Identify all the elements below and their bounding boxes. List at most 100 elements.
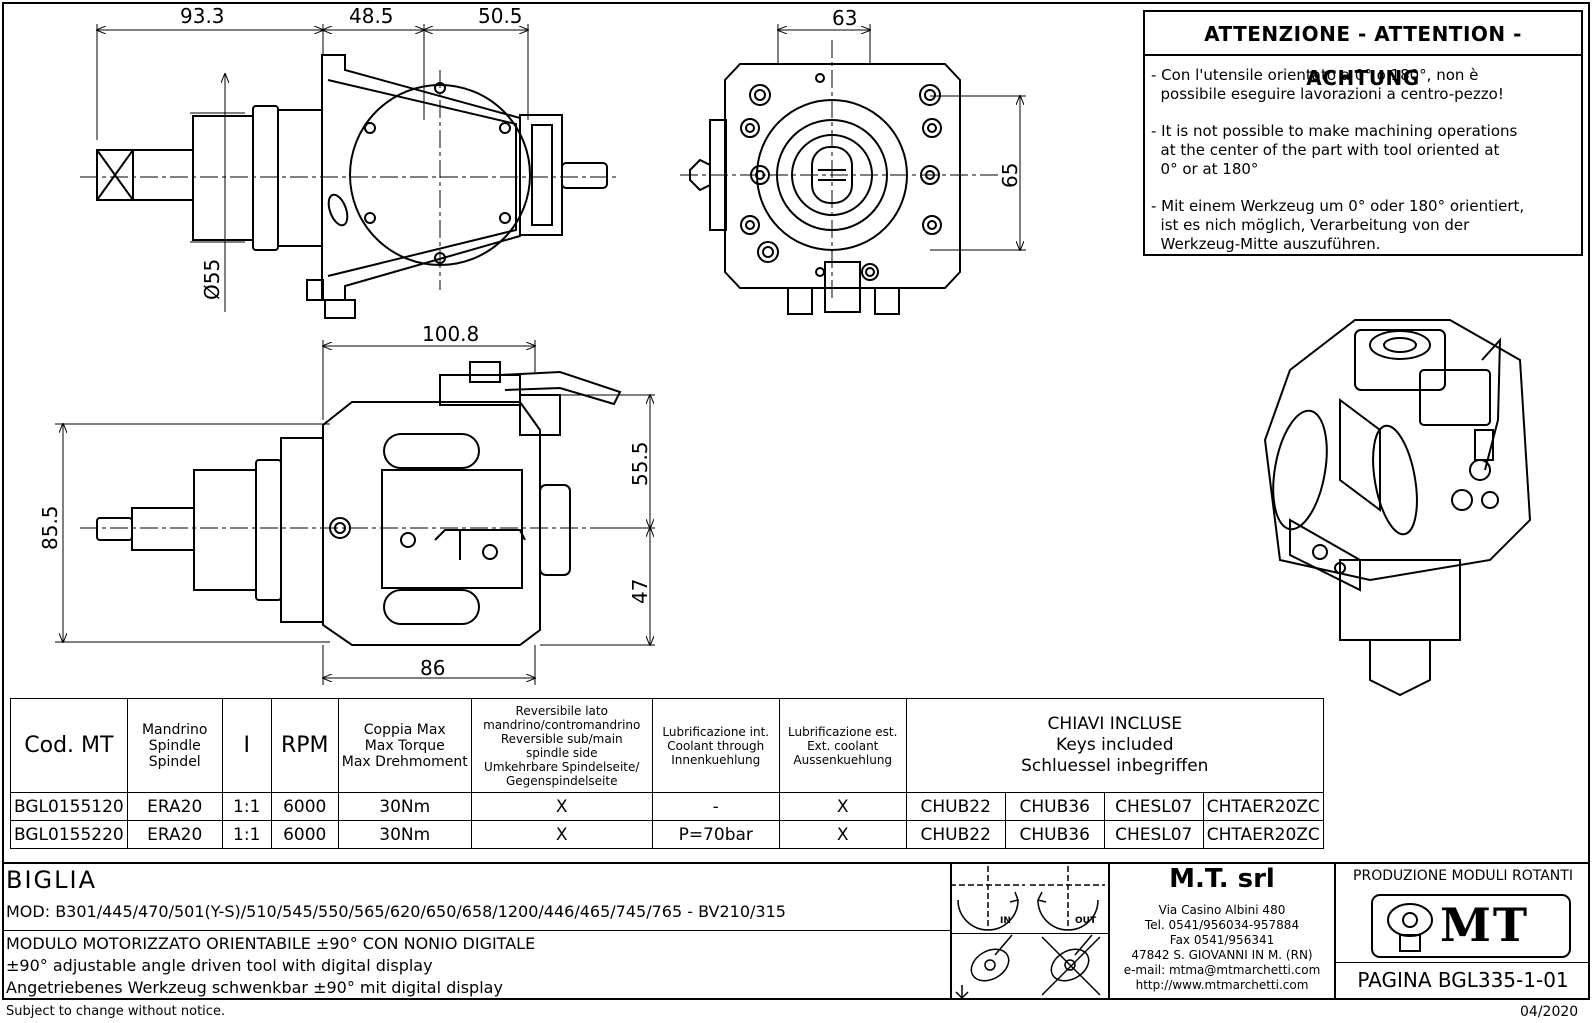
description-en: ±90° adjustable angle driven tool with d…: [6, 956, 433, 975]
dim-55-5: 55.5: [628, 441, 652, 486]
header-line: Gegenspindelseite: [505, 773, 618, 788]
header-line: Spindel: [148, 753, 201, 770]
address-line: Fax 0541/956341: [1169, 933, 1275, 947]
dim-47: 47: [628, 578, 652, 604]
warning-en-line: at the center of the part with tool orie…: [1151, 141, 1500, 159]
header-line: Keys included: [1056, 735, 1174, 755]
warning-de-line: ist es nich möglich, Verarbeitung von de…: [1151, 216, 1470, 234]
header-line: Reversibile lato: [515, 703, 608, 718]
brand-name: BIGLIA: [6, 866, 98, 894]
cell-i: 1:1: [221, 792, 272, 821]
header-rpm: RPM: [270, 698, 339, 793]
title-block-border: [2, 862, 1590, 864]
cell-int-coolant: P=70bar: [651, 820, 780, 849]
table-header-row: Cod. MT Mandrino Spindle Spindel I RPM C…: [10, 698, 1324, 793]
cell-key-4: CHTAER20ZC: [1202, 792, 1324, 821]
rotation-out-label: OUT: [1075, 916, 1097, 926]
cell-reversible: X: [470, 792, 653, 821]
header-line: Lubrificazione est.: [788, 724, 898, 739]
address-line: 47842 S. GIOVANNI IN M. (RN): [1131, 948, 1313, 962]
title-block-divider: [1334, 962, 1590, 963]
revision-date: 04/2020: [1520, 1004, 1579, 1020]
header-i: I: [221, 698, 272, 793]
side-view: [55, 340, 655, 685]
header-int-coolant: Lubrificazione int. Coolant through Inne…: [651, 698, 780, 793]
rotation-icons: [950, 866, 1105, 1000]
top-view: [80, 24, 620, 319]
warning-title: ATTENZIONE - ATTENTION - ACHTUNG: [1145, 12, 1581, 90]
address-line: Tel. 0541/956034-957884: [1144, 918, 1300, 932]
front-view: [680, 24, 1026, 315]
header-line: Reversible sub/main: [500, 731, 623, 746]
header-line: spindle side: [525, 745, 598, 760]
header-line: Max Drehmoment: [341, 753, 468, 770]
dim-65: 65: [998, 162, 1022, 188]
header-line: Aussenkuehlung: [793, 752, 893, 767]
title-block-divider: [1108, 862, 1110, 1000]
cell-ext-coolant: X: [778, 820, 907, 849]
cell-torque: 30Nm: [337, 820, 472, 849]
header-cod: Cod. MT: [10, 698, 128, 793]
address-line: Via Casino Albini 480: [1158, 903, 1286, 917]
header-ext-coolant: Lubrificazione est. Ext. coolant Aussenk…: [778, 698, 907, 793]
header-torque: Coppia Max Max Torque Max Drehmoment: [337, 698, 472, 793]
title-block-divider: [950, 933, 1108, 934]
description-de: Angetriebenes Werkzeug schwenkbar ±90° m…: [6, 978, 503, 997]
spec-table: Cod. MT Mandrino Spindle Spindel I RPM C…: [10, 698, 1324, 849]
dim-93-3: 93.3: [180, 4, 225, 28]
warning-en-line: 0° or at 180°: [1151, 160, 1259, 178]
company-name: M.T. srl: [1169, 864, 1275, 894]
cell-key-2: CHUB36: [1004, 792, 1105, 821]
description-it: MODULO MOTORIZZATO ORIENTABILE ±90° CON …: [6, 934, 536, 953]
logo-graphic: [1371, 894, 1571, 958]
cell-ext-coolant: X: [778, 792, 907, 821]
header-reversible: Reversibile lato mandrino/contromandrino…: [470, 698, 653, 793]
cell-rpm: 6000: [270, 792, 339, 821]
production-label: PRODUZIONE MODULI ROTANTI: [1353, 868, 1573, 884]
header-line: Max Torque: [364, 737, 445, 754]
header-line: Mandrino: [141, 721, 208, 738]
compatible-models: MOD: B301/445/470/501(Y-S)/510/545/550/5…: [6, 902, 786, 921]
company-address: Via Casino Albini 480 Tel. 0541/956034-9…: [1110, 903, 1334, 993]
warning-en-line: - It is not possible to make machining o…: [1151, 122, 1518, 140]
table-row: BGL0155220 ERA20 1:1 6000 30Nm X P=70bar…: [10, 820, 1324, 849]
table-row: BGL0155120 ERA20 1:1 6000 30Nm X - X CHU…: [10, 792, 1324, 821]
warning-de-line: - Mit einem Werkzeug um 0° oder 180° ori…: [1151, 197, 1525, 215]
header-spindle: Mandrino Spindle Spindel: [126, 698, 223, 793]
cell-i: 1:1: [221, 820, 272, 849]
address-line: http://www.mtmarchetti.com: [1135, 978, 1309, 992]
header-line: Coolant through: [667, 738, 765, 753]
cell-spindle: ERA20: [126, 820, 223, 849]
dim-diameter-55: Ø55: [200, 258, 224, 300]
header-line: Lubrificazione int.: [662, 724, 770, 739]
cell-key-4: CHTAER20ZC: [1202, 820, 1324, 849]
isometric-view: [1263, 319, 1532, 697]
title-block-divider: [2, 930, 950, 931]
warning-it-line: possibile eseguire lavorazioni a centro-…: [1151, 85, 1504, 103]
dim-50-5: 50.5: [478, 4, 523, 28]
warning-it-line: - Con l'utensile orientato a 0° o 180°, …: [1151, 66, 1479, 84]
cell-reversible: X: [470, 820, 653, 849]
cell-torque: 30Nm: [337, 792, 472, 821]
header-line: Umkehrbare Spindelseite/: [484, 759, 640, 774]
header-line: mandrino/contromandrino: [483, 717, 641, 732]
cell-key-1: CHUB22: [905, 820, 1006, 849]
cell-spindle: ERA20: [126, 792, 223, 821]
cell-key-1: CHUB22: [905, 792, 1006, 821]
cell-key-3: CHESL07: [1103, 792, 1204, 821]
header-line: CHIAVI INCLUSE: [1047, 714, 1183, 734]
header-line: Ext. coolant: [807, 738, 879, 753]
warning-de-line: Werkzeug-Mitte auszuführen.: [1151, 235, 1381, 253]
change-notice: Subject to change without notice.: [6, 1004, 226, 1019]
cell-cod: BGL0155120: [10, 792, 128, 821]
header-line: Innenkuehlung: [671, 752, 761, 767]
dim-63: 63: [832, 6, 858, 30]
cell-key-2: CHUB36: [1004, 820, 1105, 849]
warning-box: ATTENZIONE - ATTENTION - ACHTUNG - Con l…: [1143, 10, 1583, 256]
header-line: Coppia Max: [363, 721, 446, 738]
address-line: e-mail: mtma@mtmarchetti.com: [1123, 963, 1321, 977]
header-keys: CHIAVI INCLUSE Keys included Schluessel …: [905, 698, 1324, 793]
dim-85-5: 85.5: [38, 505, 62, 550]
title-block-divider: [950, 862, 952, 1000]
